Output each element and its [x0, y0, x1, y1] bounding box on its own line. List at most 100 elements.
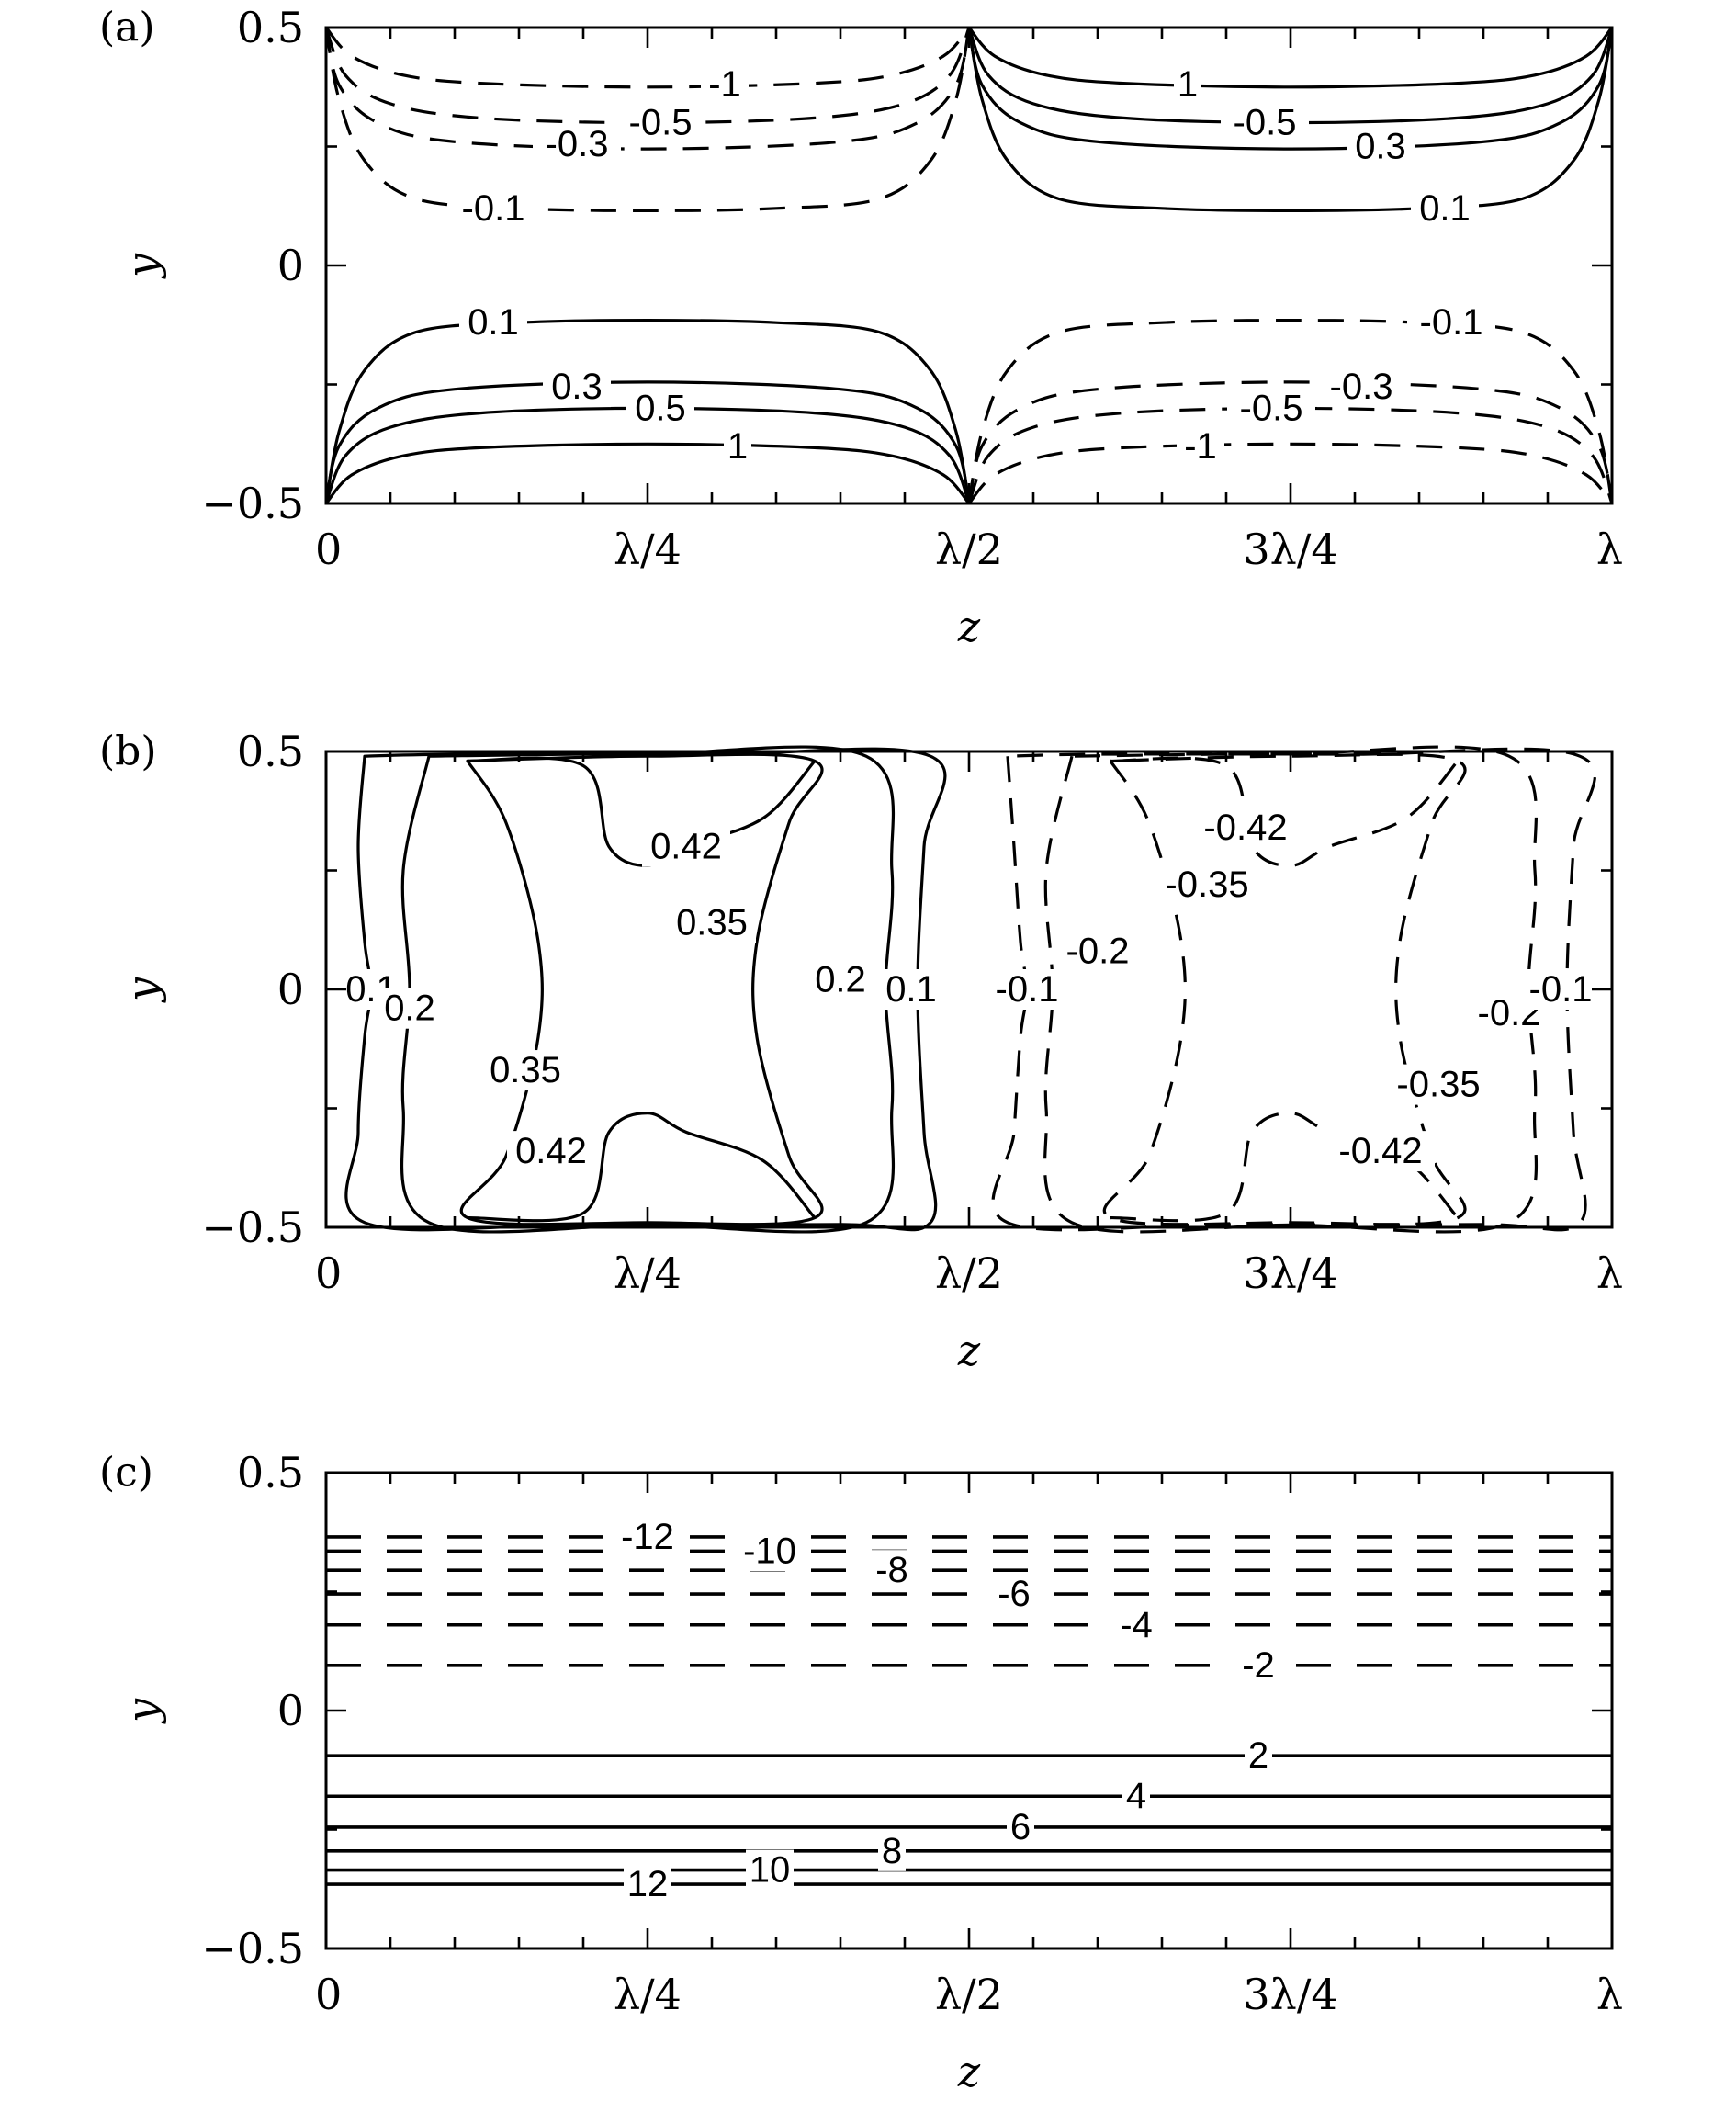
- contour-line-dashed: [324, 27, 971, 212]
- y-tick-label: 0: [277, 241, 304, 290]
- y-tick-label: −0.5: [201, 479, 304, 528]
- contour-label-mask: [1054, 931, 1142, 972]
- y-tick-label: 0.5: [237, 727, 304, 776]
- contour-line-dashed: [324, 26, 971, 89]
- contour-label: -1: [1184, 426, 1217, 467]
- contour-label-mask: [459, 302, 527, 344]
- contour-label-mask: [990, 1574, 1038, 1615]
- y-tick-label: 0: [277, 965, 304, 1014]
- contour-label-mask: [724, 425, 751, 467]
- contour-label: -0.2: [1066, 932, 1130, 972]
- contour-label: 0.42: [650, 827, 722, 867]
- contour-label: -0.3: [546, 124, 609, 164]
- contour-label-mask: [1234, 1644, 1282, 1686]
- axis-ticks: [324, 26, 1614, 505]
- contour-label: -4: [1120, 1605, 1153, 1645]
- contour-label-mask: [1317, 367, 1405, 408]
- contour-label-mask: [481, 1050, 569, 1091]
- contour-line-solid: [324, 319, 971, 504]
- panel-a: 1-0.50.30.1-1-0.5-0.3-0.10.10.30.51-0.1-…: [99, 3, 1623, 651]
- contour-labels: 1-0.50.30.1-1-0.5-0.3-0.10.10.30.51-0.1-…: [449, 64, 1495, 467]
- contour-label-mask: [543, 367, 611, 408]
- y-axis-label: y: [118, 253, 167, 279]
- contour-label-mask: [806, 959, 874, 1000]
- contour-label: -2: [1242, 1645, 1275, 1686]
- contour-label-mask: [878, 1830, 906, 1871]
- contour-label-mask: [1112, 1604, 1160, 1645]
- contour-label: -0.1: [462, 188, 525, 229]
- contour-label-mask: [1191, 807, 1300, 848]
- contour-label-mask: [736, 1530, 804, 1572]
- contour-label-mask: [983, 969, 1071, 1010]
- contour-label-mask: [616, 102, 705, 143]
- x-tick-label: λ/4: [614, 1970, 682, 2019]
- contour-label-mask: [507, 1131, 595, 1172]
- contour-label-mask: [1407, 302, 1495, 344]
- panel-b: 0.10.20.350.420.42-0.1-0.2-0.35-0.42-0.4…: [99, 727, 1623, 1375]
- contour-label: -6: [998, 1574, 1031, 1614]
- contour-label-mask: [626, 388, 694, 429]
- contour-label-mask: [877, 969, 945, 1010]
- panel-label: (b): [99, 728, 157, 775]
- contour-label: -12: [621, 1517, 674, 1557]
- contour-label: -0.35: [1165, 864, 1248, 905]
- x-tick-label: λ/4: [614, 525, 682, 574]
- contour-label: 4: [1126, 1776, 1146, 1816]
- contour-label: 0.35: [490, 1050, 561, 1090]
- contour-label: -0.1: [996, 969, 1059, 1010]
- x-tick-label: 0: [315, 1248, 342, 1298]
- contour-label-mask: [1347, 126, 1415, 167]
- y-tick-label: 0.5: [237, 3, 304, 52]
- contour-label: -10: [743, 1530, 796, 1571]
- x-tick-label: λ/2: [935, 1248, 1003, 1298]
- contour-label-mask: [1177, 425, 1224, 467]
- contour-label: 0.35: [676, 902, 748, 943]
- contour-label: -0.1: [1420, 302, 1483, 343]
- contour-label: -0.42: [1338, 1131, 1422, 1171]
- contour-label: 6: [1010, 1807, 1031, 1847]
- contour-label: 10: [750, 1850, 791, 1891]
- x-tick-label: λ: [1596, 525, 1623, 574]
- x-tick-label: 3λ/4: [1243, 525, 1337, 574]
- y-tick-label: 0.5: [237, 1448, 304, 1497]
- contour-line-solid: [324, 442, 971, 505]
- plot-frame: [324, 1471, 1614, 1950]
- x-tick-label: 0: [315, 525, 342, 574]
- contour-label: 1: [1178, 64, 1198, 105]
- contour-label-mask: [746, 1849, 794, 1891]
- x-tick-label: λ/2: [935, 525, 1003, 574]
- contour-label: -0.5: [1240, 388, 1303, 428]
- contour-line-dashed: [967, 442, 1614, 505]
- contour-label: 0.42: [515, 1131, 587, 1171]
- contour-label: 0.2: [815, 960, 866, 1000]
- contour-labels: 0.10.20.350.420.42-0.1-0.2-0.35-0.42-0.4…: [337, 807, 1605, 1172]
- contour-label: -8: [875, 1550, 908, 1590]
- contour-label-mask: [1516, 969, 1605, 1010]
- contour-label-mask: [701, 64, 749, 106]
- contour-line-solid: [467, 1112, 817, 1223]
- contour-label: 0.1: [885, 969, 937, 1010]
- x-tick-label: λ: [1596, 1248, 1623, 1298]
- contour-line-dashed: [324, 27, 971, 125]
- panel-label: (a): [99, 5, 155, 51]
- contour-label: 0.1: [1419, 188, 1471, 229]
- contour-label-mask: [1326, 1131, 1435, 1172]
- contour-label: -0.1: [1529, 969, 1593, 1010]
- contour-label: 1: [727, 426, 748, 467]
- panel-label: (c): [99, 1450, 153, 1496]
- contour-label-mask: [624, 1864, 671, 1905]
- contour-label-mask: [1384, 1064, 1493, 1105]
- x-tick-label: 0: [315, 1970, 342, 2019]
- x-tick-label: λ/4: [614, 1248, 682, 1298]
- contour-label-mask: [642, 826, 730, 867]
- contour-label-mask: [1007, 1806, 1034, 1847]
- contour-label: 2: [1248, 1735, 1268, 1776]
- y-tick-label: 0: [277, 1686, 304, 1735]
- contour-label: 0.3: [551, 367, 603, 407]
- y-tick-label: −0.5: [201, 1924, 304, 1973]
- contour-label-mask: [1221, 102, 1309, 143]
- contour-label-mask: [1245, 1735, 1272, 1777]
